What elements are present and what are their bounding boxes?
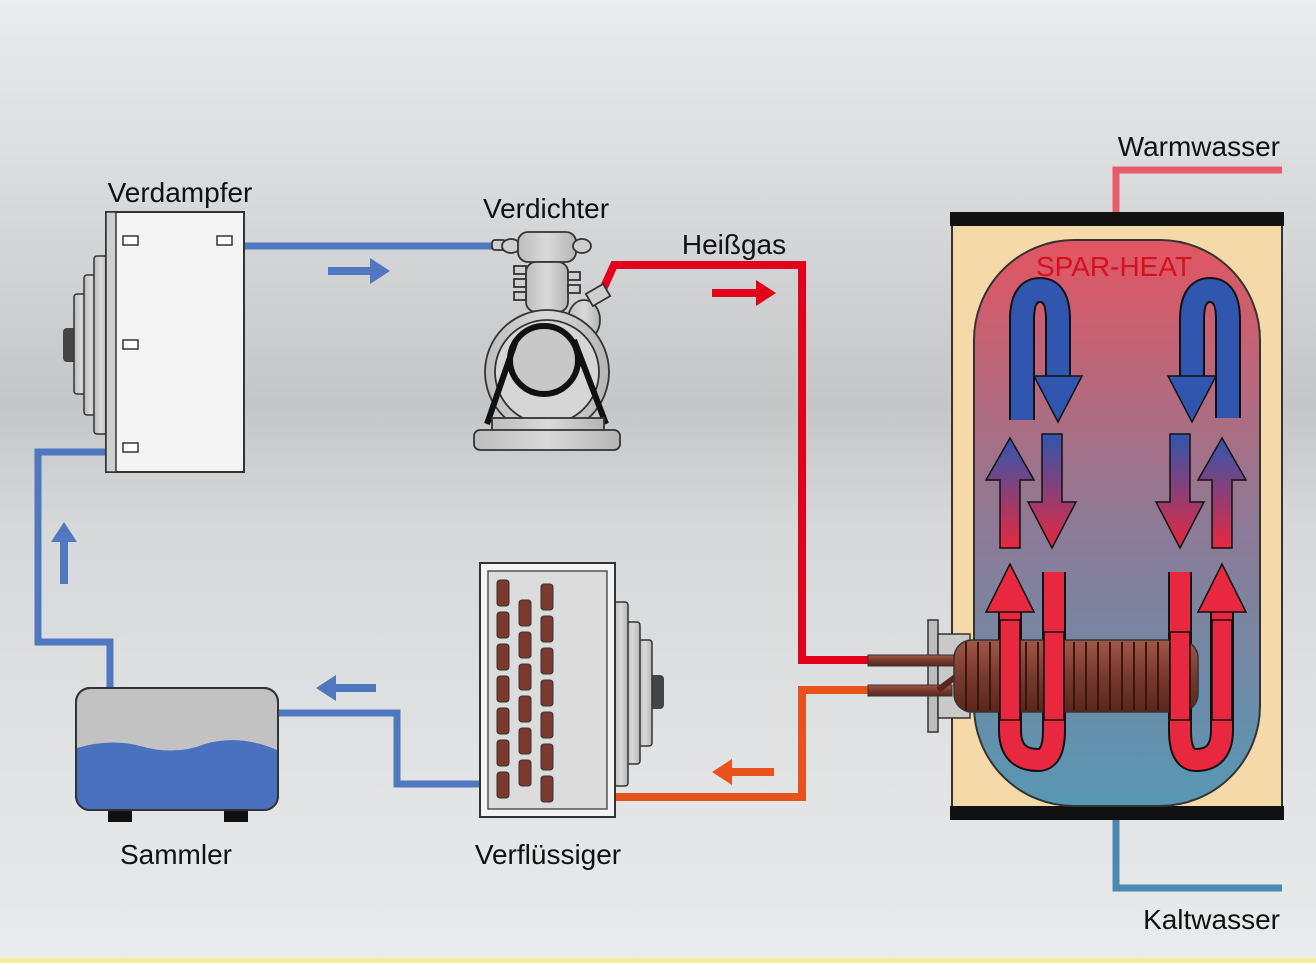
flow-arrow-right-suction [328, 258, 390, 284]
receiver [75, 687, 279, 822]
bottom-border-line [0, 958, 1316, 963]
condenser [479, 562, 664, 818]
convection-arrow-top-left [1009, 276, 1084, 424]
flow-arrow-right-hot-gas [712, 280, 776, 306]
label-evaporator: Verdampfer [108, 177, 253, 208]
convection-arrow-bottom-left [984, 562, 1066, 773]
convection-arrows-middle-right [1154, 433, 1248, 550]
convection-arrow-bottom-right [1168, 562, 1248, 773]
liquid-line-tank-return [616, 686, 872, 801]
hot-water-pipe [1112, 166, 1282, 214]
hot-gas-line [596, 261, 872, 664]
label-compressor: Verdichter [483, 193, 609, 224]
label-receiver: Sammler [120, 839, 232, 870]
flow-arrow-up-left-line [51, 522, 77, 584]
label-hot-gas: Heißgas [682, 229, 786, 260]
compressor [473, 231, 621, 451]
liquid-line-receiver-condenser [278, 709, 482, 788]
label-cold-water: Kaltwasser [1143, 904, 1280, 935]
cold-water-pipe [1112, 818, 1282, 892]
flow-arrow-left-receiver [316, 675, 376, 701]
liquid-line-to-evaporator [34, 448, 114, 690]
heat-exchanger-coil [867, 619, 1233, 733]
convection-arrow-top-right [1166, 276, 1241, 424]
tank-brand-label: SPAR-HEAT [1036, 251, 1192, 282]
label-condenser: Verflüssiger [475, 839, 621, 870]
convection-arrows-middle-left [984, 433, 1078, 550]
water-tank [867, 212, 1284, 820]
label-hot-water: Warmwasser [1118, 131, 1280, 162]
flow-arrow-left-return [712, 759, 774, 785]
evaporator [63, 211, 245, 473]
